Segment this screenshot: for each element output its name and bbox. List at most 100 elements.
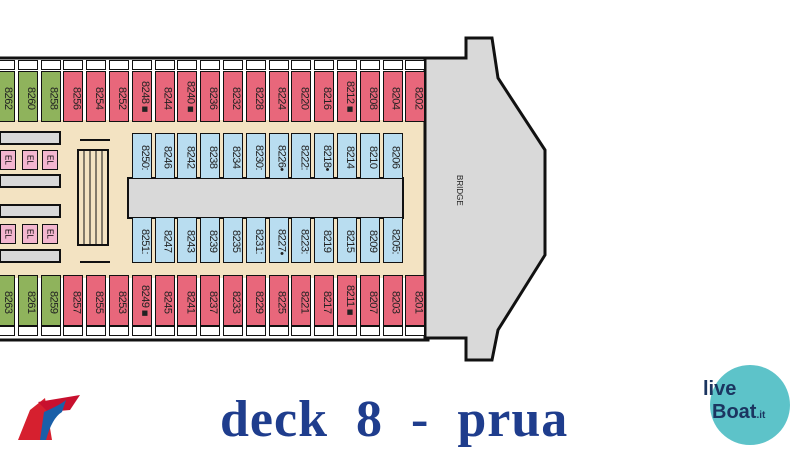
cabin-8259[interactable]: 8259 [40, 275, 61, 326]
cabin-8203[interactable]: 8203 [382, 275, 403, 326]
cabin-8246[interactable]: 8246 [154, 133, 175, 179]
cabin-8221[interactable]: 8221 [291, 275, 312, 326]
balcony [86, 326, 107, 336]
cabin-8254[interactable]: 8254 [86, 71, 107, 122]
cabin-8212[interactable]: 8212■ [337, 71, 357, 122]
elevator: EL [42, 224, 58, 244]
balcony [382, 326, 403, 336]
cabin-8255[interactable]: 8255 [86, 275, 107, 326]
cabin-8232[interactable]: 8232 [223, 71, 243, 122]
cabin-8205[interactable]: 8205: [382, 217, 403, 263]
cabin-8234[interactable]: 8234 [223, 133, 243, 179]
balcony [17, 60, 38, 70]
cabin-8260[interactable]: 8260 [17, 71, 38, 122]
cabin-8242[interactable]: 8242 [177, 133, 198, 179]
carnival-logo [18, 395, 80, 440]
cabin-8217[interactable]: 8217 [314, 275, 335, 326]
balcony [177, 326, 198, 336]
balcony [63, 326, 84, 336]
balcony [223, 326, 243, 336]
cabin-8247[interactable]: 8247 [154, 217, 175, 263]
balcony [40, 60, 61, 70]
cabin-8218[interactable]: 8218• [314, 133, 335, 179]
cabin-8233[interactable]: 8233 [223, 275, 243, 326]
cabin-8220[interactable]: 8220 [291, 71, 312, 122]
cabin-8235[interactable]: 8235 [223, 217, 243, 263]
cabin-8224[interactable]: 8224 [268, 71, 289, 122]
cabin-8202[interactable]: 8202 [405, 71, 426, 122]
cabin-8249[interactable]: 8249■ [131, 275, 152, 326]
cabin-8238[interactable]: 8238 [200, 133, 221, 179]
balcony [223, 60, 243, 70]
elevator: EL [22, 224, 38, 244]
page-title: deck 8 - prua [220, 391, 569, 448]
balcony [0, 60, 15, 70]
cabin-8225[interactable]: 8225 [268, 275, 289, 326]
cabin-8239[interactable]: 8239 [200, 217, 221, 263]
balcony [245, 326, 266, 336]
cabin-8236[interactable]: 8236 [200, 71, 221, 122]
balcony [382, 60, 403, 70]
cabin-8253[interactable]: 8253 [109, 275, 129, 326]
svg-text:Boat.it: Boat.it [712, 401, 766, 423]
balcony [131, 60, 152, 70]
elevator: EL [0, 150, 16, 170]
balcony [17, 326, 38, 336]
cabin-8245[interactable]: 8245 [154, 275, 175, 326]
balcony [359, 60, 380, 70]
cabin-8219[interactable]: 8219 [314, 217, 335, 263]
cabin-8261[interactable]: 8261 [17, 275, 38, 326]
balcony [40, 326, 61, 336]
balcony [405, 326, 426, 336]
balcony [314, 326, 335, 336]
cabin-8243[interactable]: 8243 [177, 217, 198, 263]
cabin-8237[interactable]: 8237 [200, 275, 221, 326]
cabin-8250[interactable]: 8250: [131, 133, 152, 179]
cabin-8229[interactable]: 8229 [245, 275, 266, 326]
cabin-8252[interactable]: 8252 [109, 71, 129, 122]
balcony [337, 60, 357, 70]
balcony [177, 60, 198, 70]
cabin-8214[interactable]: 8214 [337, 133, 357, 179]
cabin-8210[interactable]: 8210 [359, 133, 380, 179]
balcony [200, 60, 221, 70]
balcony [154, 326, 175, 336]
balcony [63, 60, 84, 70]
cabin-8257[interactable]: 8257 [63, 275, 84, 326]
liveboat-logo: live Boat.it [703, 365, 790, 445]
cabin-8206[interactable]: 8206 [382, 133, 403, 179]
cabin-8201[interactable]: 8201 [405, 275, 426, 326]
balcony [291, 60, 312, 70]
balcony [291, 326, 312, 336]
cabin-8216[interactable]: 8216 [314, 71, 335, 122]
balcony [154, 60, 175, 70]
cabin-8228[interactable]: 8228 [245, 71, 266, 122]
balcony [337, 326, 357, 336]
cabin-8208[interactable]: 8208 [359, 71, 380, 122]
cabin-8207[interactable]: 8207 [359, 275, 380, 326]
cabin-8251[interactable]: 8251: [131, 217, 152, 263]
balcony [405, 60, 426, 70]
cabin-8262[interactable]: 8262 [0, 71, 15, 122]
cabin-8215[interactable]: 8215 [337, 217, 357, 263]
balcony [86, 60, 107, 70]
cabin-8256[interactable]: 8256 [63, 71, 84, 122]
cabin-8241[interactable]: 8241 [177, 275, 198, 326]
cabin-8227[interactable]: 8227• [268, 217, 289, 263]
cabin-8222[interactable]: 8222: [291, 133, 312, 179]
cabin-8204[interactable]: 8204 [382, 71, 403, 122]
cabin-8240[interactable]: 8240■ [177, 71, 198, 122]
cabin-8209[interactable]: 8209 [359, 217, 380, 263]
cabin-8223[interactable]: 8223: [291, 217, 312, 263]
cabin-8248[interactable]: 8248■ [131, 71, 152, 122]
balcony [314, 60, 335, 70]
cabin-8211[interactable]: 8211■ [337, 275, 357, 326]
balcony [131, 326, 152, 336]
cabin-8231[interactable]: 8231: [245, 217, 266, 263]
cabin-8258[interactable]: 8258 [40, 71, 61, 122]
cabin-8263[interactable]: 8263 [0, 275, 15, 326]
cabin-8230[interactable]: 8230: [245, 133, 266, 179]
cabin-8244[interactable]: 8244 [154, 71, 175, 122]
cabin-8226[interactable]: 8226• [268, 133, 289, 179]
balcony [0, 326, 15, 336]
